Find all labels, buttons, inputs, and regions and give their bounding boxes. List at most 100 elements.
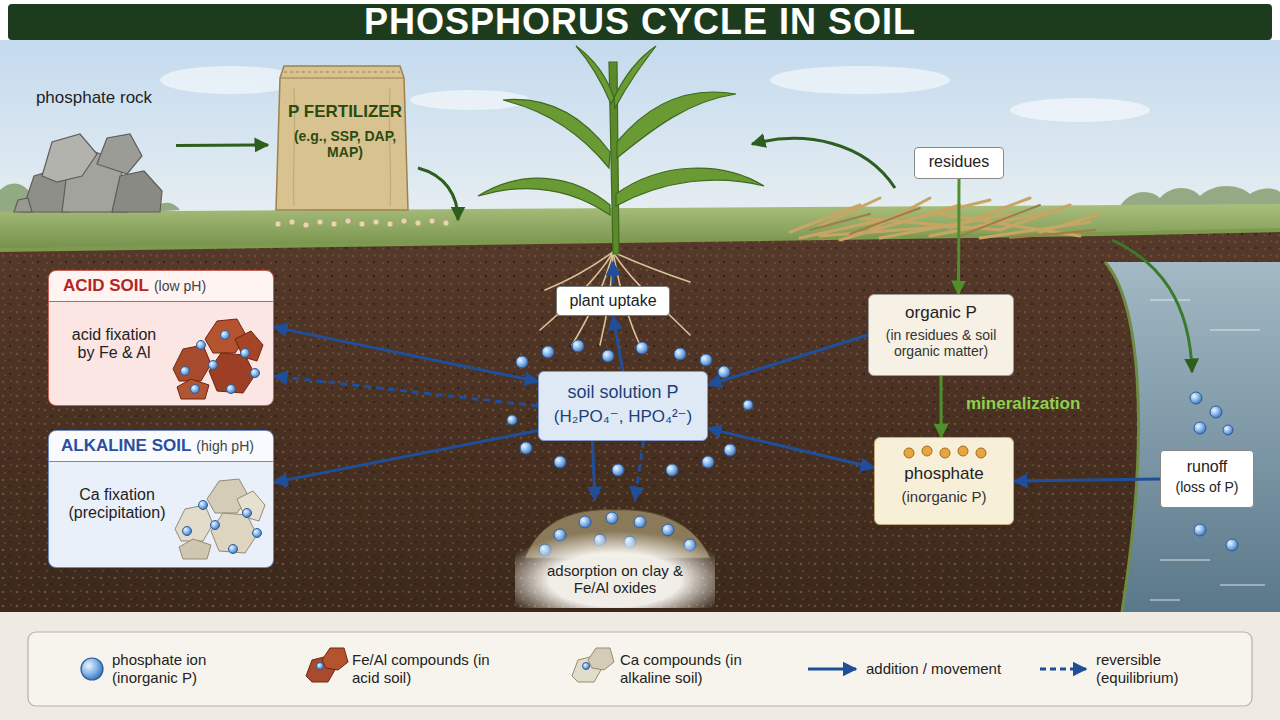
scene-illustration-part-part xyxy=(743,400,753,410)
scene-illustration-part-part xyxy=(576,46,614,104)
panel-body: acid fixation by Fe & Al xyxy=(63,326,165,363)
ca-compounds-picture-part-part xyxy=(183,527,192,536)
scene-illustration-part-part xyxy=(810,214,870,230)
ca-compounds-picture-part-part xyxy=(229,545,238,554)
fertilizer-bag-picture-part xyxy=(284,72,400,73)
flow-arrow xyxy=(274,376,538,406)
flow-arrow xyxy=(635,441,643,500)
scene-illustration-part-part xyxy=(602,350,614,362)
scene-illustration-part xyxy=(478,46,764,254)
box-label: runoff xyxy=(1165,458,1249,476)
scene-illustration-part-part xyxy=(718,366,730,378)
scene-illustration-part-part xyxy=(1210,329,1260,331)
scene-illustration-part-part xyxy=(1190,392,1202,404)
fe-al-compounds-picture-part-part xyxy=(209,361,218,370)
scene-illustration-part xyxy=(1040,668,1086,671)
scene-illustration-part xyxy=(612,262,615,284)
chemical-formula: (H₂PO₄⁻, HPO₄²⁻) xyxy=(543,407,703,427)
scene-illustration-part-part xyxy=(507,415,517,425)
scene-illustration-part xyxy=(810,205,1095,238)
ca-compounds-picture-part-part xyxy=(237,491,265,521)
panel-subheading: (low pH) xyxy=(154,278,206,294)
scene-illustration-part-part xyxy=(700,354,712,366)
pool-heading: phosphate xyxy=(879,464,1009,484)
scene-illustration-part-part xyxy=(387,221,393,227)
pool-box: soil solution P (H₂PO₄⁻, HPO₄²⁻) xyxy=(538,371,708,441)
scene-illustration-part-part xyxy=(1010,98,1150,122)
rock-pile-picture-part-part xyxy=(14,198,32,212)
scene-illustration-part-part xyxy=(317,663,324,670)
scene-illustration-part-part xyxy=(503,99,610,168)
scene-illustration-part-part xyxy=(1223,425,1233,435)
pool-box: organic P (in residues & soil organic mat… xyxy=(868,294,1014,376)
flow-arrow xyxy=(940,376,943,437)
fertilizer-bag-picture-part xyxy=(276,66,408,210)
fe-al-compounds-picture-part-part xyxy=(251,369,260,378)
scene-illustration-part-part xyxy=(616,168,764,206)
adsorption-glow: adsorption on clay & Fe/Al oxides xyxy=(515,500,715,608)
phosphate-dots-part-part xyxy=(976,448,986,458)
phosphate-dots-part-part xyxy=(922,446,932,456)
fe-al-compounds-picture-part-part xyxy=(173,345,211,381)
scene-illustration-part xyxy=(0,230,1280,250)
scene-illustration-part xyxy=(752,138,895,188)
fe-al-compounds-picture-part-part xyxy=(177,379,209,399)
scene-illustration-part xyxy=(81,658,103,680)
rock-pile-picture-part-part xyxy=(42,134,97,182)
scene-illustration-part xyxy=(572,648,614,682)
rock-pile-picture-part-part xyxy=(97,134,142,174)
glow-label: adsorption on clay & Fe/Al oxides xyxy=(535,562,695,597)
scene-illustration-part-part xyxy=(289,219,295,225)
scene-illustration-part-part xyxy=(614,46,656,108)
scene-illustration-part-part xyxy=(1160,559,1210,561)
phosphate-dots-part-part xyxy=(958,446,968,456)
scene-illustration-part-part xyxy=(359,221,365,227)
scene-illustration-part xyxy=(418,168,458,220)
fe-al-compounds-picture-part xyxy=(173,319,263,399)
scene-illustration-part-part xyxy=(612,464,624,476)
fe-al-compounds-picture-part-part xyxy=(227,385,236,394)
scene-illustration-part-part xyxy=(702,456,714,468)
ca-compounds-picture-part-part xyxy=(175,505,213,541)
scene-illustration-part-part xyxy=(1150,299,1190,301)
flow-arrow xyxy=(274,431,538,483)
legend-text: Fe/Al compounds (in acid soil) xyxy=(352,651,502,687)
pool-heading: organic P xyxy=(874,303,1008,323)
scene-illustration-part-part xyxy=(1120,186,1280,206)
ca-compounds-picture xyxy=(167,469,267,561)
pool-heading: soil solution P xyxy=(543,382,703,403)
flow-arrow xyxy=(708,335,868,385)
scene-illustration-part-part xyxy=(554,456,566,468)
fe-al-compounds-picture-part-part xyxy=(181,367,190,376)
scene-illustration-part-part xyxy=(820,226,950,236)
fe-al-compounds-picture-part-part xyxy=(235,331,263,361)
scene-illustration-part-part xyxy=(724,444,736,456)
rock-pile-picture-part-part xyxy=(112,171,162,212)
scene-illustration-part-part xyxy=(870,198,930,230)
ca-compounds-picture-part xyxy=(183,501,262,554)
panel-subheading: (high pH) xyxy=(196,438,254,454)
scene-illustration-part xyxy=(0,40,1280,260)
rock-label: phosphate rock xyxy=(12,88,176,108)
scene-illustration-part-part xyxy=(1040,214,1100,232)
panel-heading: ACID SOIL xyxy=(63,276,149,296)
legend-text: reversible (equilibrium) xyxy=(1096,651,1216,687)
pool-note: (in residues & soil organic matter) xyxy=(874,327,1008,359)
scene-illustration-part-part xyxy=(520,442,532,454)
scene-illustration-part xyxy=(28,632,1252,706)
acid-soil-panel: ACID SOIL (low pH) acid fixation by Fe & A… xyxy=(48,270,274,406)
scene-illustration-part-part xyxy=(674,348,686,360)
scene-illustration-part xyxy=(0,612,1280,720)
scene-illustration-part xyxy=(1105,262,1139,612)
fertilizer-bag: P FERTILIZER(e.g., SSP, DAP, MAP) xyxy=(268,58,422,216)
flow-arrow xyxy=(592,441,595,500)
scene-illustration-part-part xyxy=(588,648,614,670)
ca-compounds-picture-part-part xyxy=(199,501,208,510)
scene-illustration-part-part xyxy=(1010,230,1095,238)
flow-arrow xyxy=(176,143,268,147)
edge-label: mineralization xyxy=(966,394,1080,414)
scene-illustration-part-part xyxy=(373,219,379,225)
scene-illustration-part xyxy=(0,230,1280,612)
scene-illustration-part-part xyxy=(1150,599,1180,601)
scene-illustration-part-part xyxy=(303,222,309,228)
